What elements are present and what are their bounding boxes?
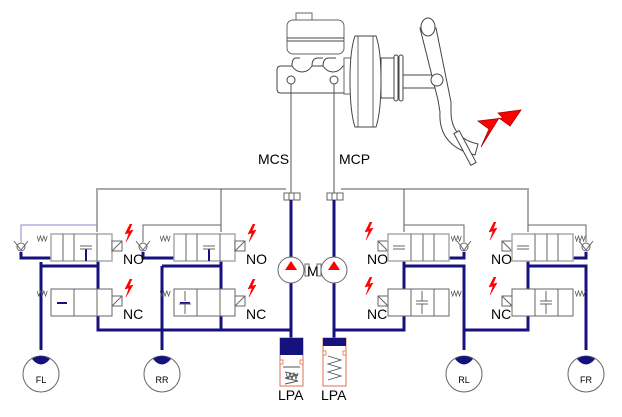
valve-rr-outlet: NC (160, 279, 266, 322)
valve-fr-outlet: NC (488, 277, 586, 322)
valve-fl-outlet: NC (37, 279, 143, 322)
signal-bolt-icon (124, 279, 134, 297)
valve-label: NO (246, 251, 267, 267)
valve-fr-inlet: NO (488, 222, 586, 267)
check-valve-icon (13, 240, 29, 252)
valve-label: NC (246, 306, 266, 322)
pump-direction-icon (285, 261, 297, 270)
valve-label: NC (123, 306, 143, 322)
valve-label: NC (491, 306, 511, 322)
mcs-label: MCS (258, 151, 289, 167)
filter-right (326, 192, 344, 201)
lpa-label: LPA (278, 387, 304, 403)
master-cylinder-assembly (276, 12, 522, 166)
spring-icon (451, 235, 462, 242)
signal-bolt-icon (247, 279, 257, 297)
signal-bolt-icon (247, 224, 257, 242)
lpa-left: LPA (278, 337, 304, 403)
check-valve-icon (135, 240, 151, 252)
brake-pedal-arm (419, 27, 479, 156)
pushrod (402, 74, 436, 89)
lpa-label: LPA (321, 387, 347, 403)
signal-bolt-icon (364, 277, 374, 295)
pump-right (320, 256, 348, 284)
wheel-brake-rr: RR (143, 355, 181, 393)
signal-bolt-icon (124, 224, 134, 242)
spring-icon (37, 235, 48, 242)
pedal-force-arrow-icon (476, 109, 522, 148)
reservoir (286, 19, 345, 55)
valve-fl-inlet: NO (37, 224, 144, 267)
valve-rl-inlet: NO (364, 222, 462, 267)
signal-bolt-icon (488, 277, 498, 295)
port-mcs (286, 75, 296, 85)
pump-motor-label: M (307, 263, 319, 279)
valve-label: NO (367, 251, 388, 267)
wheel-label: FL (36, 375, 47, 385)
port-mcp (329, 75, 339, 85)
mcp-label: MCP (339, 151, 370, 167)
check-valve-icon (456, 240, 472, 252)
spring-icon (160, 235, 171, 242)
wheel-brake-rl: RL (445, 355, 483, 393)
pump-left (277, 256, 305, 284)
spring-icon (575, 290, 586, 297)
brake-booster (349, 35, 382, 128)
signal-bolt-icon (364, 222, 374, 240)
wheel-brake-fr: FR (567, 355, 605, 393)
filter-left (283, 192, 301, 201)
brake-pedal-pad (453, 130, 477, 166)
pump-direction-icon (328, 261, 340, 270)
valve-rl-outlet: NC (364, 277, 462, 322)
hydraulic-pipes (19, 200, 588, 350)
wheel-label: FR (580, 375, 592, 385)
spring-icon (575, 235, 586, 242)
supply-line-left (96, 188, 286, 232)
signal-bolt-icon (488, 222, 498, 240)
valve-rr-inlet: NO (160, 224, 267, 267)
cylinder-body (276, 65, 351, 94)
wheel-label: RR (156, 375, 169, 385)
check-valve-icon (578, 240, 594, 252)
lpa-right: LPA (321, 337, 347, 403)
valve-label: NO (491, 251, 512, 267)
valve-label: NC (367, 306, 387, 322)
spring-icon (451, 290, 462, 297)
supply-line-right (341, 188, 529, 232)
wheel-label: RL (458, 375, 470, 385)
valve-label: NO (123, 251, 144, 267)
wheel-brake-fl: FL (22, 355, 60, 393)
